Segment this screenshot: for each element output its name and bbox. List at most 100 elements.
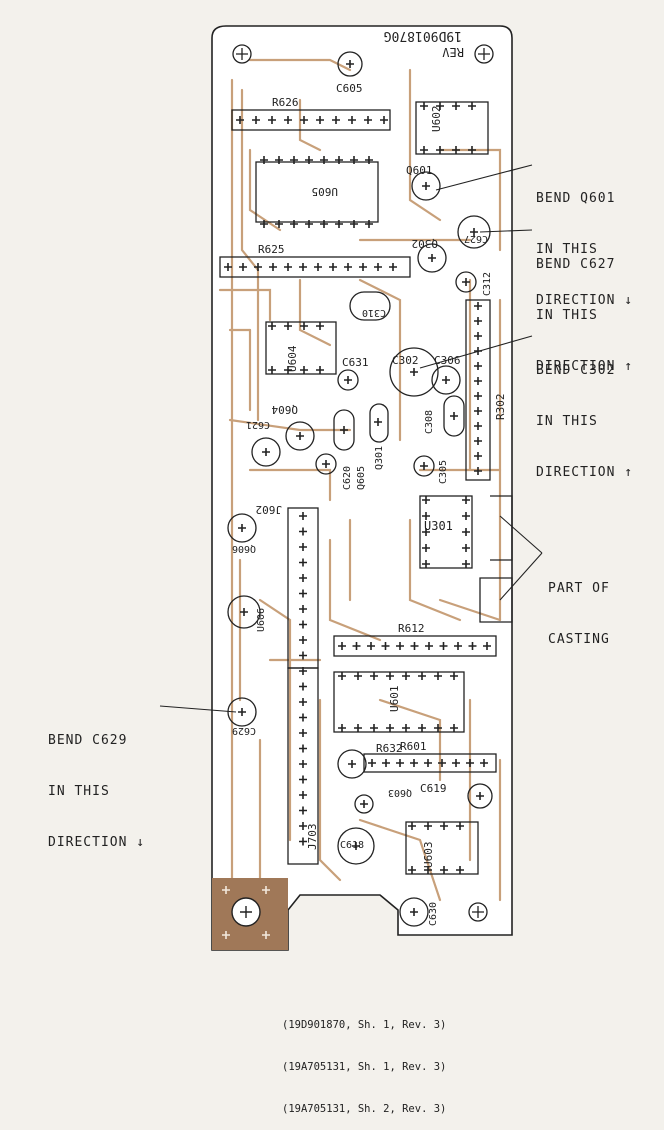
- pad-cross: [332, 116, 340, 124]
- leader-c629: [159, 705, 237, 713]
- pad-cross: [305, 156, 313, 164]
- pad-cross: [462, 496, 470, 504]
- pad-cross: [365, 156, 373, 164]
- pad-cross: [456, 822, 464, 830]
- pad-cross: [474, 467, 482, 475]
- drawing-reference-2: (19A705131, Sh. 1, Rev. 3): [282, 1061, 447, 1073]
- callout-c629-line2: IN THIS: [48, 784, 110, 799]
- pad-cross: [268, 366, 276, 374]
- label-r302: R302: [494, 394, 507, 421]
- pad-cross: [300, 366, 308, 374]
- label-c631: C631: [342, 356, 369, 369]
- label-u601: U601: [388, 686, 401, 713]
- label-c627: C627: [464, 233, 488, 244]
- pad-cross: [290, 156, 298, 164]
- pad-cross: [424, 759, 432, 767]
- pad-cross: [420, 102, 428, 110]
- pad-cross: [299, 605, 307, 613]
- pad-cross: [316, 322, 324, 330]
- label-r601: R601: [400, 740, 427, 753]
- pad-cross: [396, 642, 404, 650]
- pad-cross: [436, 102, 444, 110]
- pad-cross: [462, 278, 470, 286]
- callout-bend-c627: BEND C627 IN THIS DIRECTION ↑: [536, 222, 633, 392]
- pad-cross: [299, 667, 307, 675]
- pad-cross: [442, 376, 450, 384]
- pad-cross: [354, 672, 362, 680]
- pad-cross: [299, 682, 307, 691]
- pad-cross: [374, 418, 382, 426]
- pad-cross: [410, 368, 418, 376]
- pad-cross: [365, 220, 373, 228]
- pad-cross: [254, 263, 262, 271]
- pad-cross: [314, 263, 322, 271]
- capacitor-c619: C619: [420, 782, 493, 809]
- pad-cross: [474, 452, 482, 460]
- label-c620: C620: [342, 466, 353, 490]
- pad-cross: [299, 512, 307, 520]
- pad-cross: [462, 512, 470, 520]
- pad-cross: [428, 254, 436, 262]
- callout-bend-c629: BEND C629 IN THIS DIRECTION ↓: [48, 698, 145, 868]
- pad-cross: [468, 146, 476, 154]
- arrow-down-icon: ↓: [136, 835, 146, 850]
- pad-cross: [316, 366, 324, 374]
- pad-cross: [450, 412, 458, 420]
- pad-cross: [299, 543, 307, 551]
- pad-cross: [436, 146, 444, 154]
- ic-u301: U301: [419, 495, 473, 569]
- arrow-up-icon: ↑: [624, 359, 634, 374]
- callout-bend-q601: BEND Q601 IN THIS DIRECTION ↓: [536, 156, 633, 326]
- pad-cross: [367, 642, 375, 650]
- pad-cross: [239, 263, 247, 271]
- pad-cross: [468, 102, 476, 110]
- label-c618: C618: [340, 840, 364, 851]
- pad-cross: [483, 642, 491, 650]
- pad-cross: [450, 672, 458, 680]
- pad-cross: [370, 672, 378, 680]
- leader-q601: [435, 164, 533, 191]
- pad-cross: [269, 263, 277, 271]
- pad-cross: [422, 182, 430, 190]
- pad-cross: [335, 220, 343, 228]
- label-j703: J703: [306, 824, 319, 851]
- capacitor-c305: C305: [413, 455, 449, 484]
- pad-cross: [268, 322, 276, 330]
- ic-u602: U602: [415, 101, 489, 155]
- arrow-up-icon: ↑: [624, 465, 634, 480]
- pad-cross: [468, 642, 477, 650]
- pad-cross: [299, 791, 307, 799]
- label-c312: C312: [482, 272, 493, 296]
- pad-cross: [434, 672, 442, 680]
- pad-cross: [434, 724, 442, 732]
- pad-cross: [474, 332, 482, 340]
- pad-cross: [320, 156, 328, 164]
- leader-casting-top: [499, 515, 543, 554]
- pad-cross: [360, 800, 368, 808]
- arrow-down-icon: ↓: [624, 293, 634, 308]
- pad-cross: [386, 724, 394, 732]
- pad-cross: [268, 116, 276, 124]
- capacitor-c312: C312: [455, 271, 493, 296]
- board-part-number: 19D901870G: [384, 28, 462, 43]
- pad-cross: [456, 866, 464, 874]
- ic-u601: U601: [333, 671, 465, 733]
- callout-q601-line1: BEND Q601: [536, 191, 616, 206]
- pad-cross: [284, 116, 292, 124]
- pad-cross: [380, 116, 388, 124]
- pad-cross: [316, 116, 324, 124]
- pad-cross: [344, 263, 352, 271]
- callout-casting-line2: CASTING: [548, 632, 610, 647]
- label-c619: C619: [420, 782, 447, 795]
- casting-outline: [479, 495, 513, 623]
- pad-cross: [329, 263, 337, 271]
- resistor-network-r601: R601: [363, 740, 497, 773]
- pad-cross: [440, 866, 448, 874]
- transistor-q302: Q302: [412, 237, 447, 273]
- pad-cross: [410, 908, 418, 916]
- pad-cross: [402, 724, 410, 732]
- label-u605: U605: [312, 185, 339, 198]
- pad-cross: [299, 744, 307, 753]
- callout-c627-line2: IN THIS: [536, 308, 598, 323]
- ic-u605: U605: [255, 161, 379, 223]
